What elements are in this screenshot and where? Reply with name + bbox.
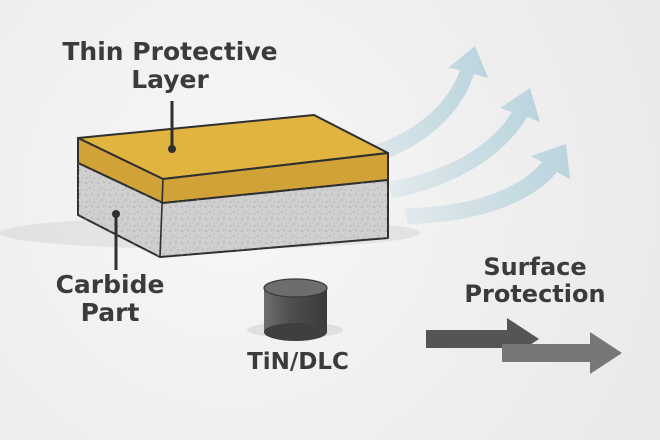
surface-protection-label: Surface Protection bbox=[430, 254, 640, 308]
direction-arrows-group bbox=[426, 318, 622, 374]
top-callout-dot bbox=[168, 145, 176, 153]
protective-layer-label-line2: Layer bbox=[131, 65, 209, 94]
block-edge bbox=[159, 178, 164, 258]
protective-layer-label: Thin Protective Layer bbox=[40, 38, 300, 94]
carbide-part-label-line2: Part bbox=[80, 298, 140, 327]
protective-layer-label-line1: Thin Protective bbox=[62, 37, 278, 66]
coating-label: TiN/DLC bbox=[247, 349, 349, 375]
layered-block bbox=[77, 114, 389, 258]
surface-protection-label-line2: Protection bbox=[464, 279, 606, 308]
right-arrow-icon bbox=[502, 332, 622, 374]
carbide-texture bbox=[78, 163, 388, 257]
carbide-part-label-line1: Carbide bbox=[55, 270, 165, 299]
carbide-callout-dot bbox=[112, 210, 120, 218]
curved-arrow-icon bbox=[404, 144, 570, 224]
cylinder-icon bbox=[263, 278, 328, 341]
carbide-part-label: Carbide Part bbox=[25, 271, 195, 327]
curved-arrow-icon bbox=[388, 88, 540, 198]
surface-protection-label-line1: Surface bbox=[483, 253, 587, 281]
